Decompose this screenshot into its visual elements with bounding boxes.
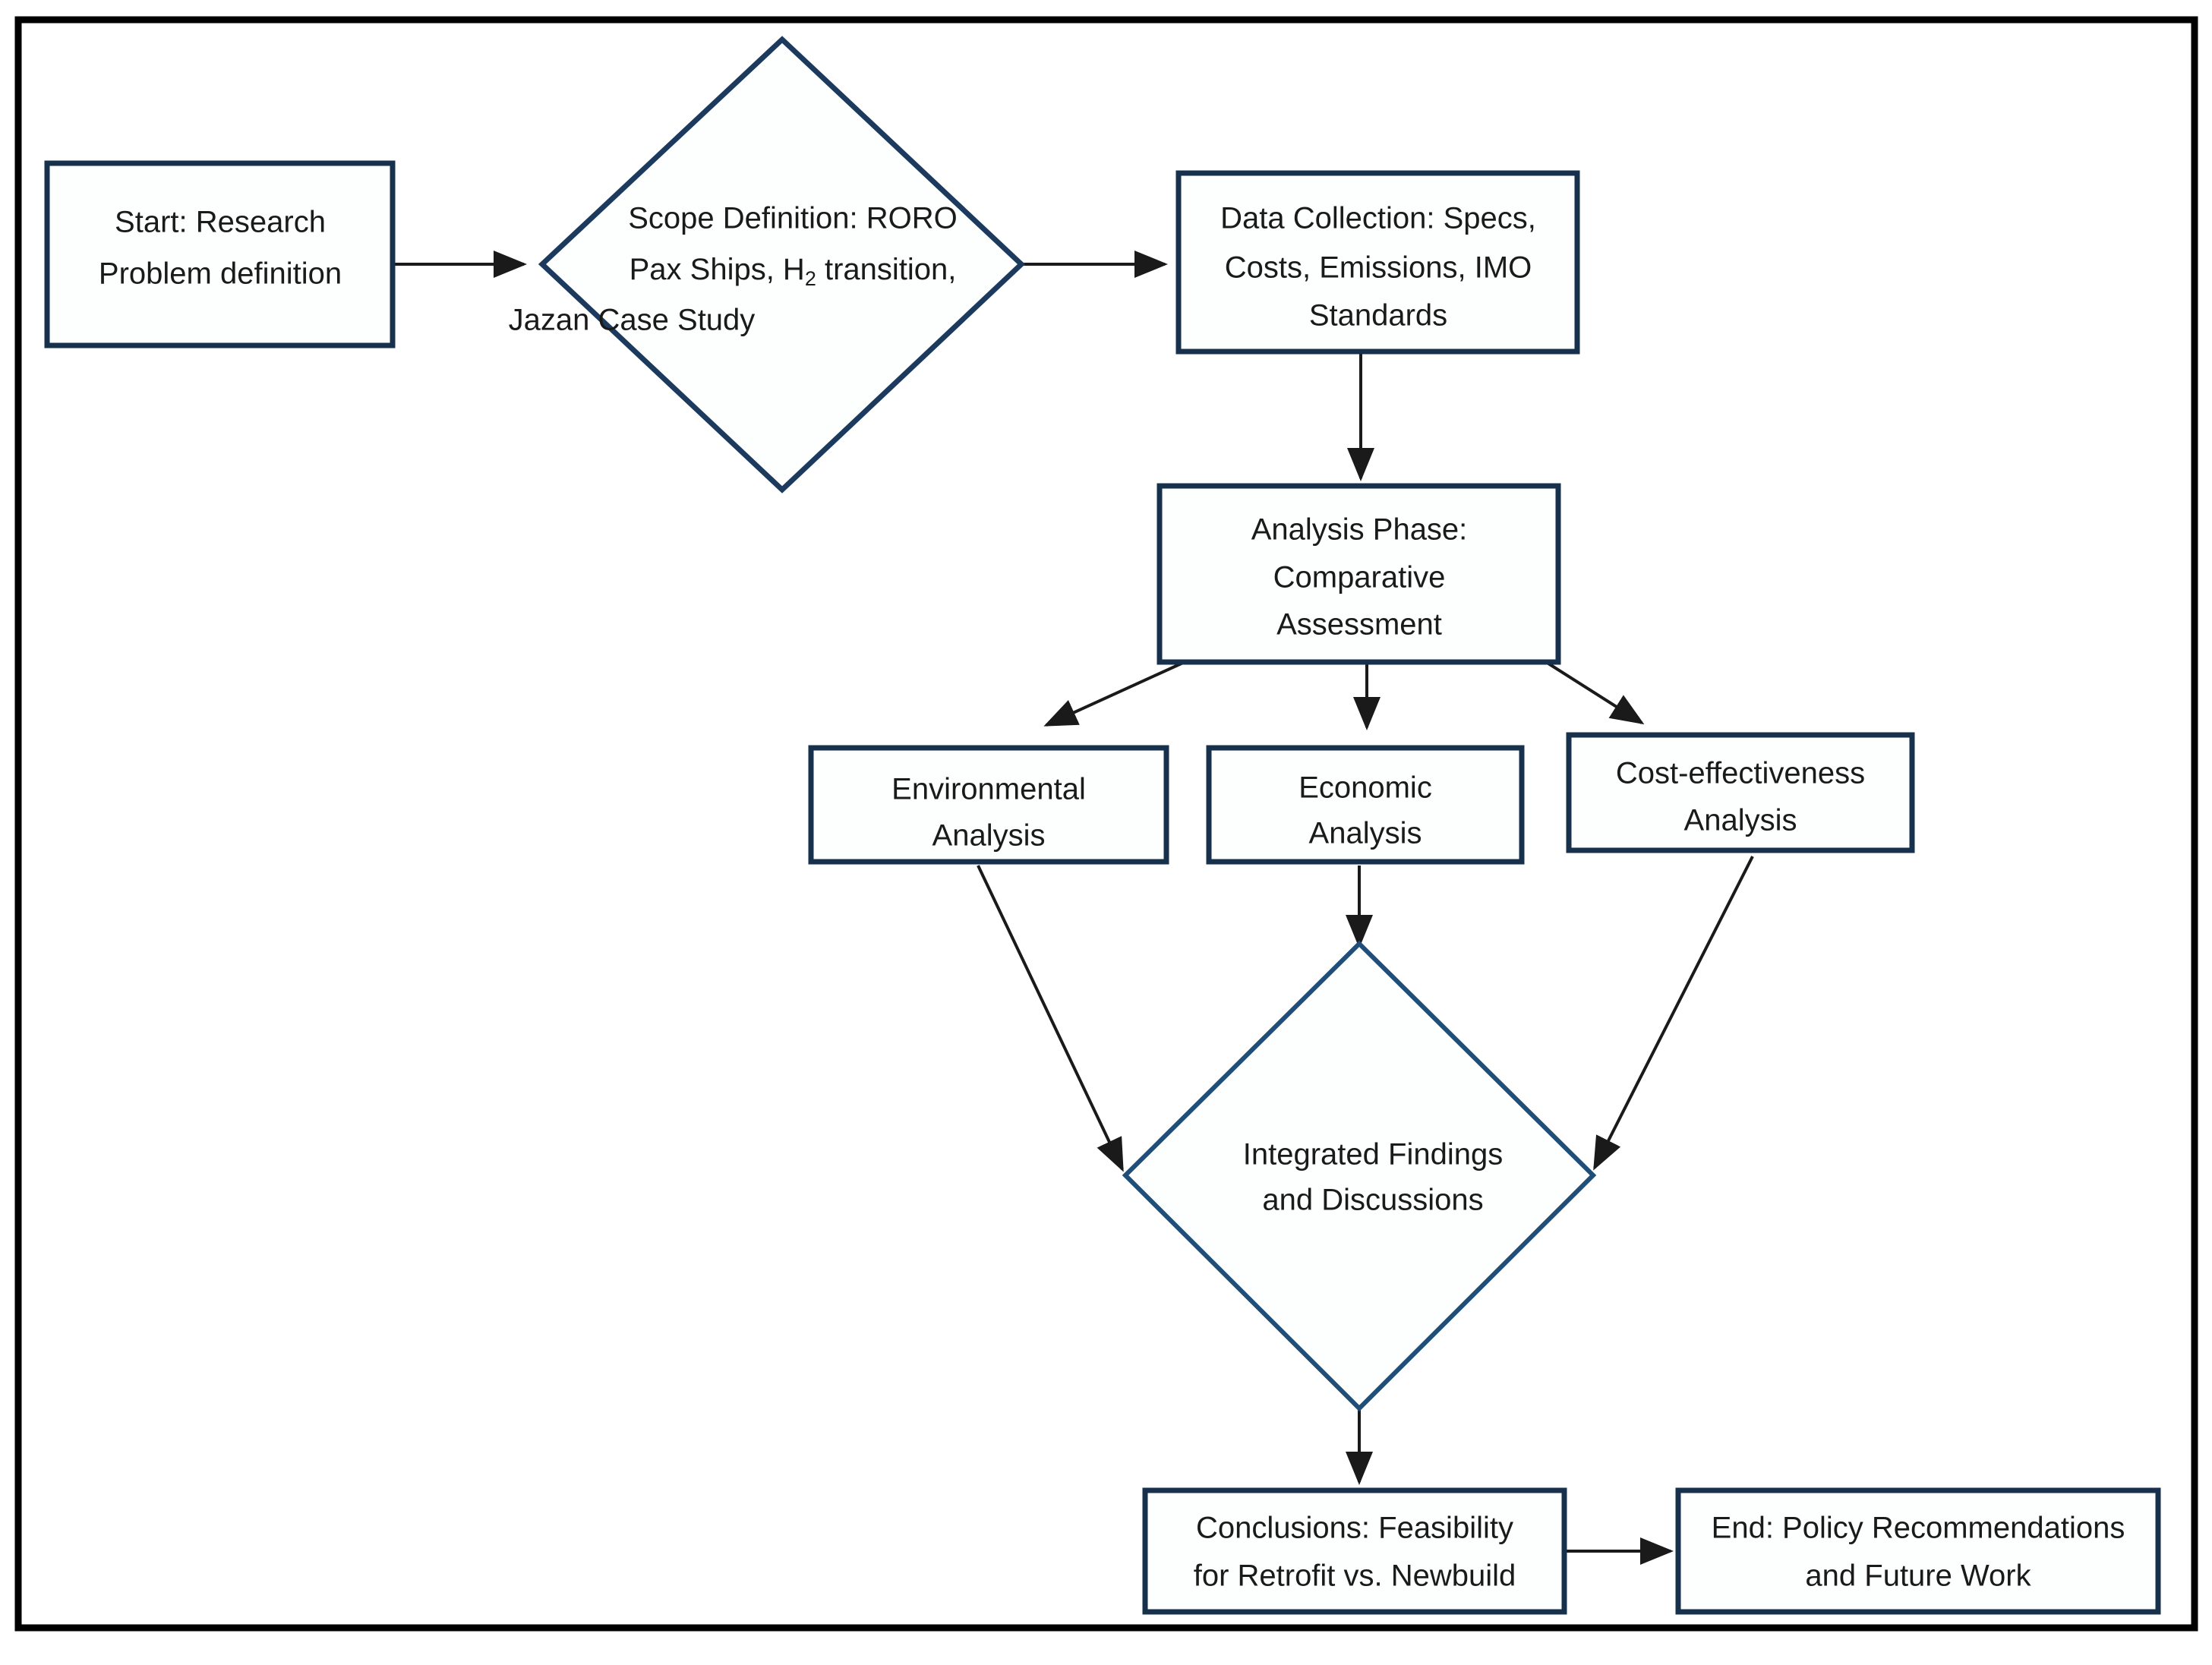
analysis-phase-box[interactable] <box>1156 483 1561 665</box>
environmental-analysis-label-line1: Environmental <box>891 773 1086 806</box>
end-box[interactable] <box>1675 1487 2161 1615</box>
end-label-line1: End: Policy Recommendations <box>1712 1512 2125 1545</box>
cost-effectiveness-label-line1: Cost-effectiveness <box>1616 757 1865 790</box>
start-label-line1: Start: Research <box>115 206 326 239</box>
node-environmental-analysis[interactable]: Environmental Analysis <box>808 745 1169 865</box>
node-start[interactable]: Start: Research Problem definition <box>44 160 396 348</box>
scope-label-line3: Jazan Case Study <box>509 304 756 337</box>
outer-frame <box>14 16 2198 1632</box>
analysis-phase-label-line3: Assessment <box>1276 608 1442 642</box>
start-label-line2: Problem definition <box>99 257 342 291</box>
conclusions-label-line2: for Retrofit vs. Newbuild <box>1194 1559 1516 1593</box>
conclusions-box[interactable] <box>1142 1487 1567 1615</box>
scope-label-subscript: 2 <box>805 267 816 290</box>
analysis-phase-label-line2: Comparative <box>1273 561 1446 594</box>
node-data-collection[interactable]: Data Collection: Specs, Costs, Emissions… <box>1175 170 1580 355</box>
data-collection-label-line1: Data Collection: Specs, <box>1220 202 1536 235</box>
conclusions-label-line1: Conclusions: Feasibility <box>1196 1512 1513 1545</box>
edge-analysis-to-environmental <box>1043 661 1185 727</box>
edge-analysis-to-cost-effectiveness <box>1545 661 1645 725</box>
node-conclusions[interactable]: Conclusions: Feasibility for Retrofit vs… <box>1142 1487 1567 1615</box>
environmental-analysis-box[interactable] <box>808 745 1169 865</box>
connector-layer <box>392 251 1754 1565</box>
node-economic-analysis[interactable]: Economic Analysis <box>1206 745 1525 865</box>
start-box[interactable] <box>44 160 396 348</box>
node-cost-effectiveness-analysis[interactable]: Cost-effectiveness Analysis <box>1566 732 1915 853</box>
integrated-findings-label-line2: and Discussions <box>1262 1184 1483 1217</box>
node-scope-definition[interactable]: Scope Definition: RORO Pax Ships, H2 tra… <box>509 36 1026 494</box>
node-integrated-findings[interactable]: Integrated Findings and Discussions <box>1122 940 1597 1412</box>
environmental-analysis-label-line2: Analysis <box>932 819 1046 853</box>
node-analysis-phase[interactable]: Analysis Phase: Comparative Assessment <box>1156 483 1561 665</box>
economic-analysis-label-line1: Economic <box>1298 771 1432 805</box>
node-end[interactable]: End: Policy Recommendations and Future W… <box>1675 1487 2161 1615</box>
edge-cost-effectiveness-to-integrated <box>1593 856 1754 1171</box>
scope-diamond[interactable] <box>538 36 1026 494</box>
economic-analysis-box[interactable] <box>1206 745 1525 865</box>
cost-effectiveness-label-line2: Analysis <box>1684 804 1797 837</box>
integrated-findings-label-line1: Integrated Findings <box>1243 1138 1503 1171</box>
data-collection-label-line2: Costs, Emissions, IMO <box>1225 251 1532 285</box>
cost-effectiveness-analysis-box[interactable] <box>1566 732 1915 853</box>
scope-label-line2-pre: Pax Ships, H <box>630 253 805 286</box>
edge-environmental-to-integrated <box>977 865 1124 1172</box>
integrated-findings-diamond[interactable] <box>1122 940 1597 1412</box>
end-label-line2: and Future Work <box>1805 1559 2031 1593</box>
scope-label-line2-post: transition, <box>816 253 957 286</box>
analysis-phase-label-line1: Analysis Phase: <box>1251 513 1468 547</box>
data-collection-label-line3: Standards <box>1309 299 1447 333</box>
data-collection-box[interactable] <box>1175 170 1580 355</box>
scope-label-line2: Pax Ships, H2 transition, <box>630 253 957 291</box>
scope-label-line1: Scope Definition: RORO <box>628 202 958 235</box>
economic-analysis-label-line2: Analysis <box>1309 817 1422 850</box>
